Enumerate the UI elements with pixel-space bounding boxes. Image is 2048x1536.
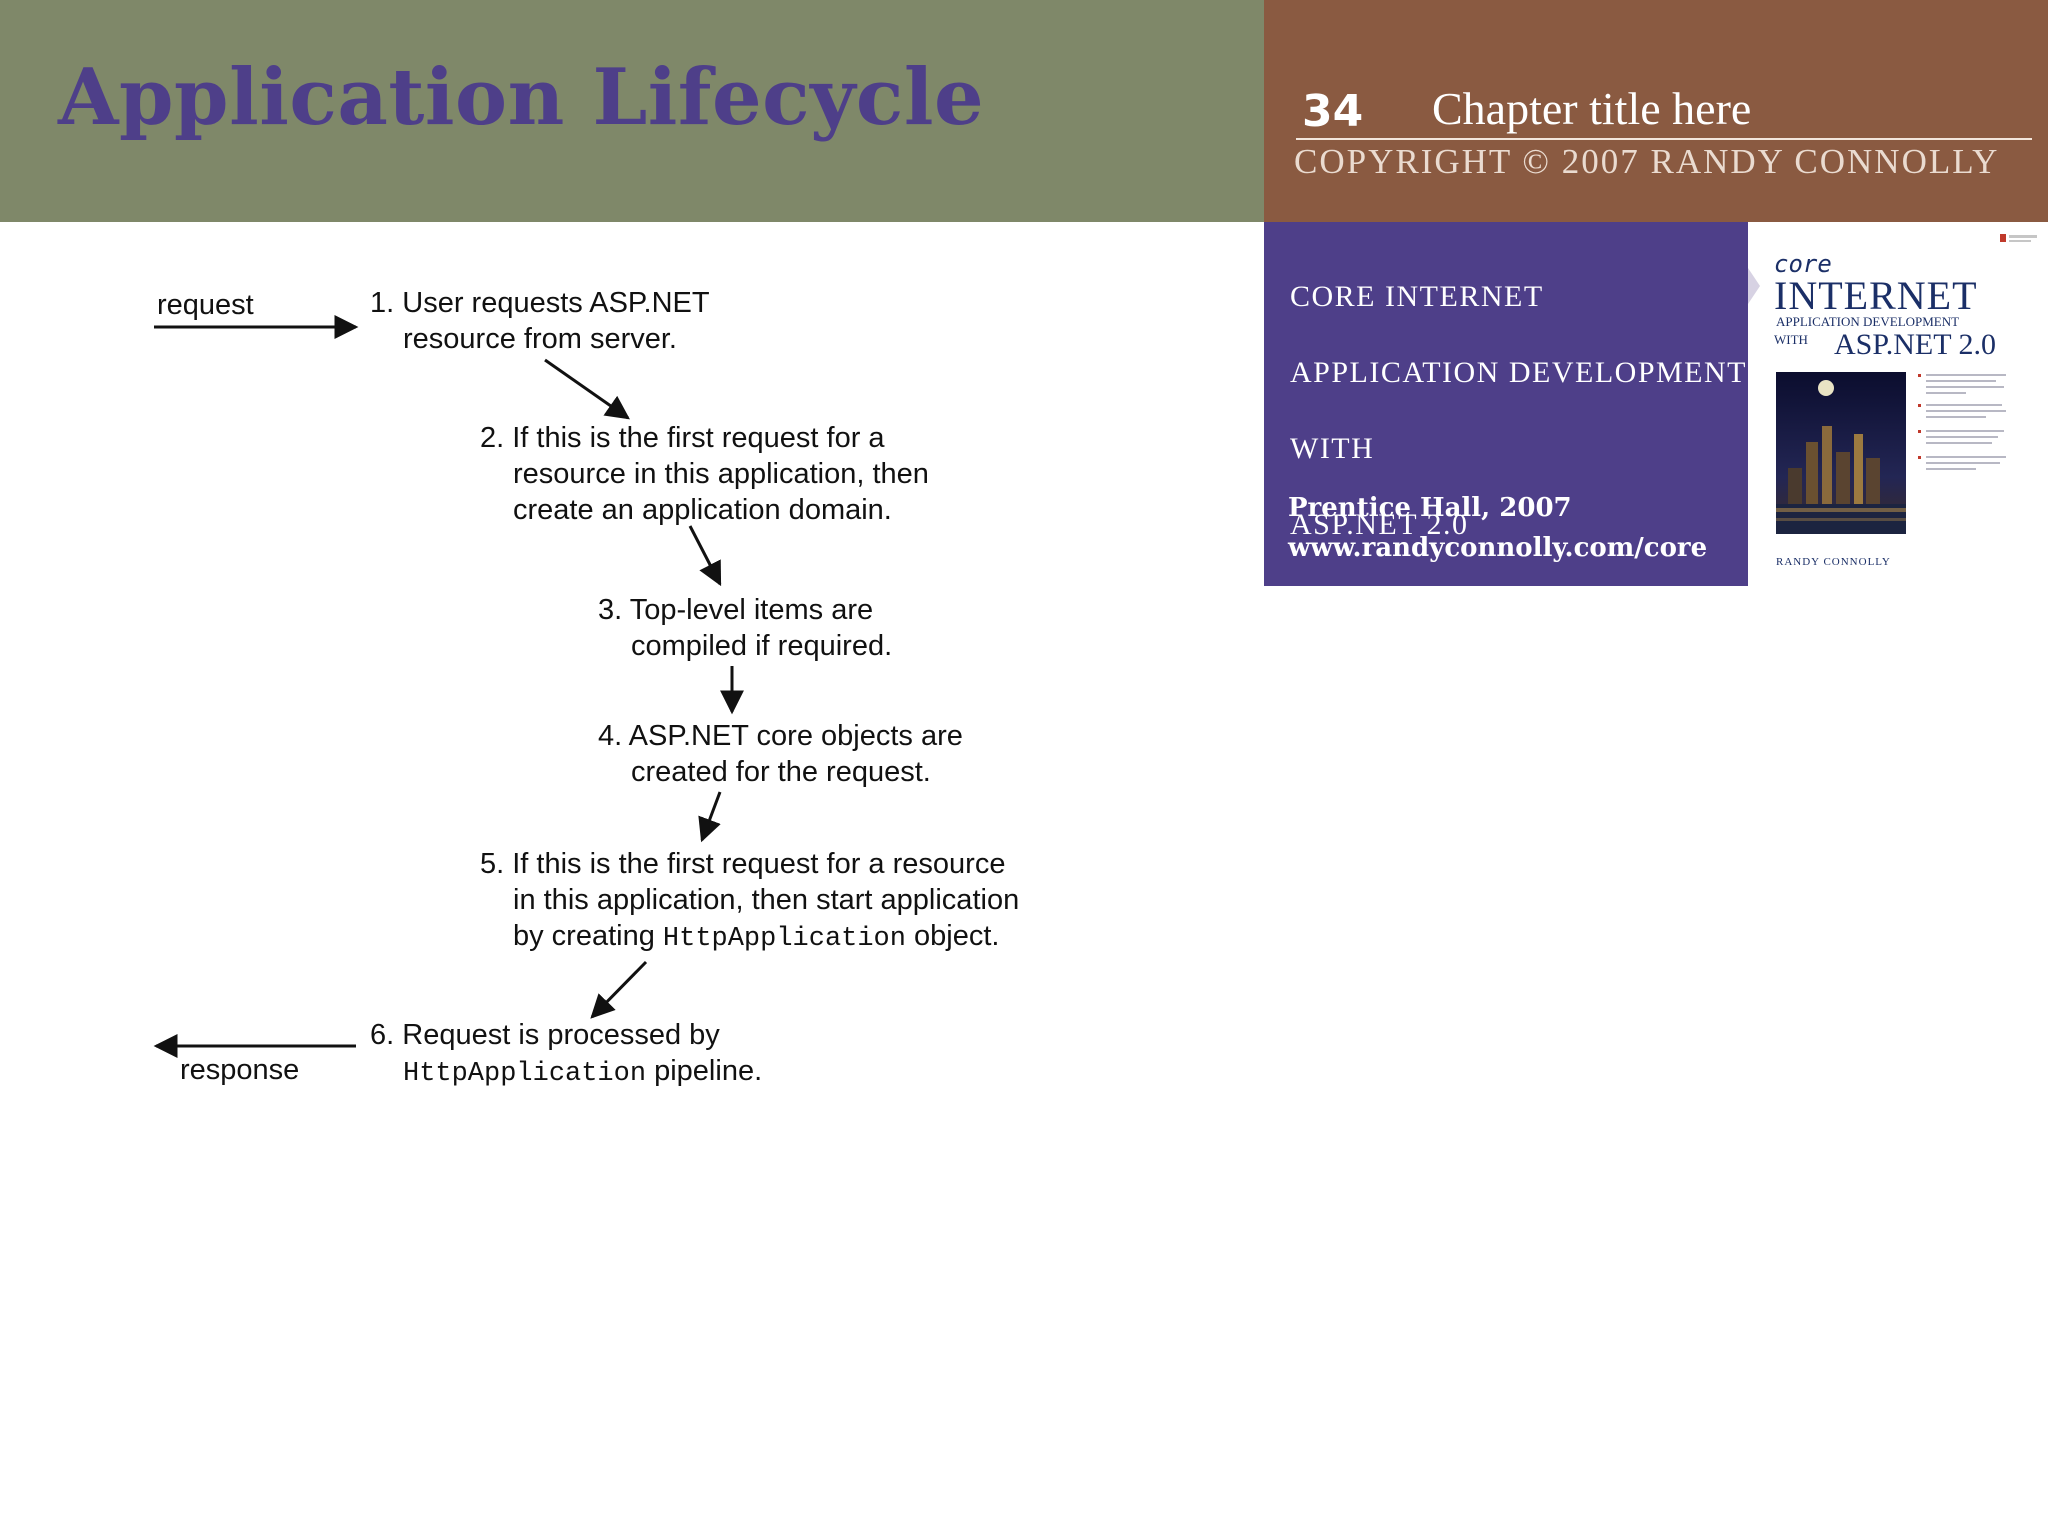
chapter-title: Chapter title here	[1432, 83, 1752, 134]
step-text: resource in this application, then	[513, 458, 929, 490]
step-4: 4. ASP.NET core objects are created for …	[598, 718, 963, 790]
cover-internet-text: INTERNET	[1774, 273, 1978, 318]
book-title-line: CORE INTERNET	[1290, 280, 1544, 313]
header-right-band	[1264, 0, 2048, 222]
book-info-panel	[1264, 222, 1748, 586]
city-night-photo	[1776, 372, 1906, 534]
step-number: 2.	[480, 422, 505, 454]
book-title: CORE INTERNET APPLICATION DEVELOPMENT WI…	[1290, 240, 1747, 582]
step-text: Top-level items are	[629, 594, 874, 626]
step-text: pipeline.	[646, 1055, 763, 1087]
publisher-line: Prentice Hall, 2007	[1288, 493, 1572, 523]
code-httpapplication: HttpApplication	[403, 1059, 647, 1089]
step-5: 5. If this is the first request for a re…	[480, 846, 1019, 957]
publisher-logo-icon	[2000, 234, 2037, 242]
header-rule	[1296, 138, 2032, 140]
cover-author: RANDY CONNOLLY	[1776, 556, 1891, 568]
copyright-notice: COPYRIGHT © 2007 RANDY CONNOLLY	[1294, 142, 2000, 181]
step-text: If this is the first request for a	[512, 422, 885, 454]
slide-number: 34	[1302, 86, 1364, 137]
book-url: www.randyconnolly.com/core	[1288, 533, 1708, 563]
arrow-step1-to-step2	[544, 358, 630, 420]
step-number: 6.	[370, 1019, 395, 1051]
slide-title: Application Lifecycle	[58, 52, 985, 143]
step-1: 1. User requests ASP.NET resource from s…	[370, 285, 710, 357]
step-text: in this application, then start applicat…	[513, 884, 1020, 916]
lifecycle-arrows	[153, 315, 744, 1058]
step-text: resource from server.	[403, 323, 677, 355]
step-number: 1.	[370, 287, 395, 319]
book-title-line: APPLICATION DEVELOPMENT	[1290, 356, 1747, 389]
step-number: 5.	[480, 848, 505, 880]
header-left-band	[0, 0, 1264, 222]
step-text: create an application domain.	[513, 494, 892, 526]
arrow-step4-to-step5	[698, 791, 722, 843]
book-title-line: ASP.NET 2.0	[1290, 508, 1469, 541]
step-text: Request is processed by	[402, 1019, 720, 1051]
cover-tab-icon	[1748, 268, 1760, 304]
cover-blurb-text	[1918, 374, 2006, 470]
step-text: object.	[905, 920, 1000, 952]
response-label: response	[180, 1054, 300, 1086]
arrow-step2-to-step3	[688, 525, 722, 587]
step-number: 3.	[598, 594, 623, 626]
step-2: 2. If this is the first request for a re…	[480, 420, 929, 528]
step-text: created for the request.	[631, 756, 931, 788]
step-text: If this is the first request for a resou…	[512, 848, 1006, 880]
cover-core-text: core	[1774, 250, 1832, 278]
cover-aspnet-text: ASP.NET 2.0	[1834, 328, 1996, 361]
step-number: 4.	[598, 720, 623, 752]
arrow-step5-to-step6	[590, 960, 648, 1019]
step-3: 3. Top-level items are compiled if requi…	[598, 592, 892, 664]
step-text: ASP.NET core objects are	[628, 720, 963, 752]
cover-with-text: WITH	[1774, 332, 1808, 347]
step-text: compiled if required.	[631, 630, 893, 662]
book-title-line: WITH	[1290, 432, 1375, 465]
step-6: 6. Request is processed by HttpApplicati…	[370, 1017, 762, 1092]
cover-subtitle: APPLICATION DEVELOPMENT	[1776, 314, 1960, 329]
request-label: request	[157, 289, 254, 321]
code-httpapplication: HttpApplication	[662, 924, 906, 954]
step-text: by creating	[513, 920, 663, 952]
step-text: User requests ASP.NET	[402, 287, 710, 319]
